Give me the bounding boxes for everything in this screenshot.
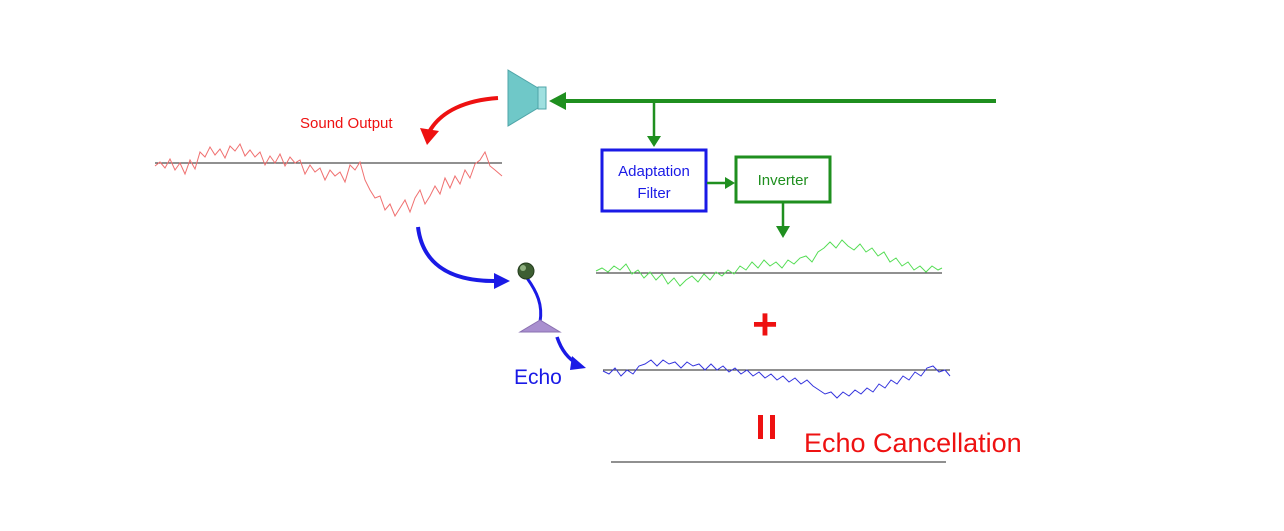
filter-to-inverter-arrowhead bbox=[725, 177, 735, 189]
branch-arrowhead bbox=[647, 136, 661, 147]
sound-output-waveform bbox=[154, 142, 503, 218]
adaptation-filter-box bbox=[600, 148, 708, 213]
microphone-icon bbox=[517, 262, 562, 333]
equals-sign bbox=[758, 415, 775, 439]
inverted-waveform bbox=[595, 239, 943, 287]
speaker-icon bbox=[507, 69, 547, 127]
inverter-down-arrowhead bbox=[776, 226, 790, 238]
adaptation-filter-label-1: Adaptation bbox=[618, 163, 690, 180]
sound-output-arrow bbox=[426, 96, 499, 135]
sound-output-label: Sound Output bbox=[300, 115, 393, 132]
sound-output-arrowhead bbox=[420, 128, 439, 145]
echo-waveform bbox=[602, 359, 951, 399]
echo-cancellation-label: Echo Cancellation bbox=[804, 428, 1022, 458]
inverter-box bbox=[734, 155, 832, 204]
plus-sign: + bbox=[752, 300, 778, 349]
echo-path-arrow bbox=[416, 226, 499, 284]
signal-arrowhead bbox=[549, 92, 566, 110]
inverter-label: Inverter bbox=[758, 172, 809, 189]
mic-to-echo-arrowhead bbox=[570, 356, 586, 370]
echo-path-arrowhead bbox=[494, 273, 510, 289]
adaptation-filter-label-2: Filter bbox=[637, 185, 670, 202]
echo-label: Echo bbox=[514, 366, 562, 389]
